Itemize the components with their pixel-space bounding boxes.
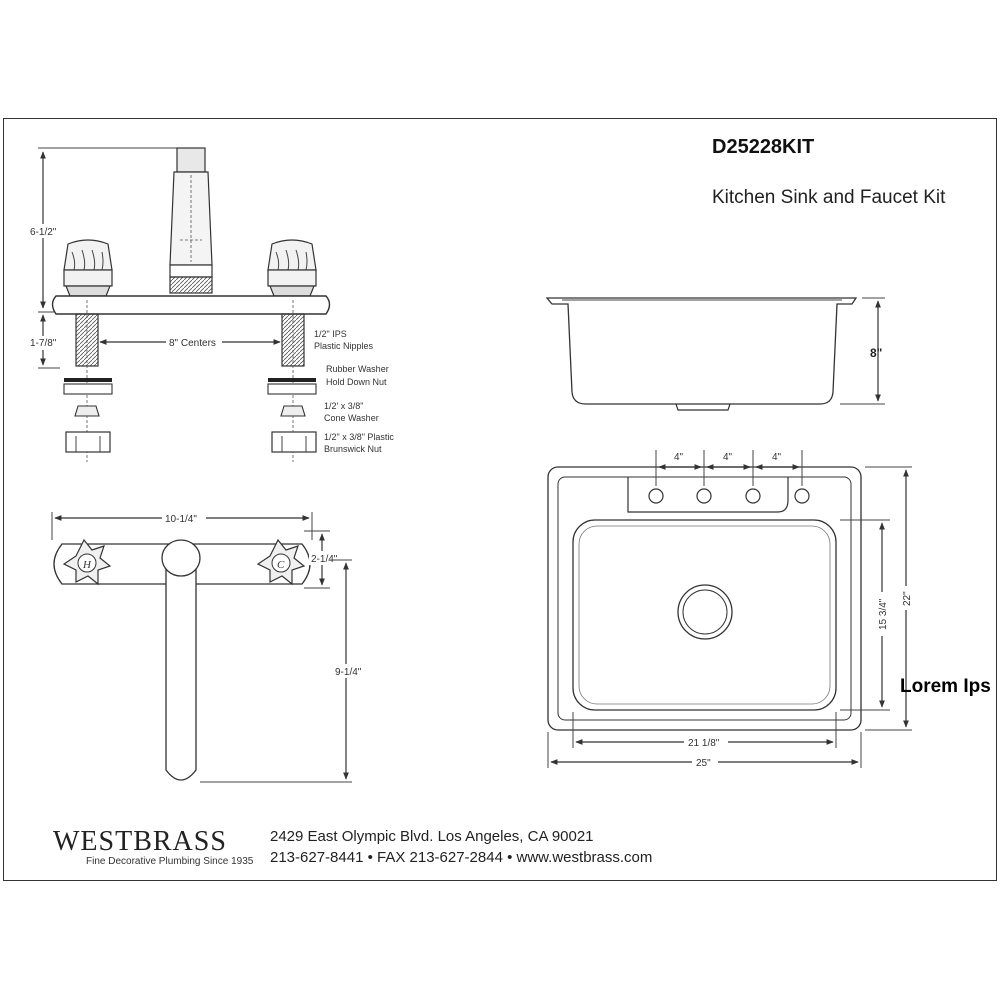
nipple-length-label: 1-7/8"	[30, 338, 57, 349]
brand-logo: WESTBRASS	[53, 826, 227, 857]
faucet-top-view: 10-1/4" H C 2-1/4" 9-1/4"	[51, 511, 366, 783]
hole-spacing-2: 4"	[723, 452, 733, 463]
address-line: 2429 East Olympic Blvd. Los Angeles, CA …	[270, 828, 594, 845]
hot-handle-side	[63, 239, 113, 297]
hole-spacing-3: 4"	[772, 452, 782, 463]
model-number: D25228KIT	[712, 136, 815, 158]
centers-label: 8" Centers	[169, 338, 216, 349]
product-title: Kitchen Sink and Faucet Kit	[712, 187, 946, 208]
faucet-hole-2	[696, 488, 712, 504]
overall-width-label: 25"	[696, 758, 711, 769]
part-4-line1: 1/2" x 3/8" Plastic	[324, 432, 394, 442]
faucet-hole-3	[745, 488, 761, 504]
part-1-line2: Plastic Nipples	[314, 341, 374, 351]
sink-depth-label: 8"	[870, 346, 882, 360]
faucet-height-label: 6-1/2"	[30, 227, 57, 238]
drain-outer	[677, 584, 733, 640]
faucet-hole-4	[794, 488, 810, 504]
part-3-line2: Cone Washer	[324, 413, 379, 423]
bowl-width-label: 21 1/8"	[688, 738, 720, 749]
spout-top	[165, 544, 197, 781]
overlay-text: Lorem Ips	[900, 676, 991, 697]
part-1-line1: 1/2" IPS	[314, 329, 347, 339]
part-2-line2: Hold Down Nut	[326, 377, 387, 387]
hole-spacing-1: 4"	[674, 452, 684, 463]
overall-length-label: 22"	[902, 591, 913, 606]
bowl-length-label: 15 3/4"	[878, 598, 889, 630]
hot-mark: H	[82, 559, 92, 571]
part-3-line1: 1/2' x 3/8"	[324, 401, 363, 411]
cold-handle-side	[267, 239, 317, 297]
brand-tagline: Fine Decorative Plumbing Since 1935	[86, 856, 254, 867]
part-2-line1: Rubber Washer	[326, 364, 389, 374]
sink-top-view: 4" 4" 4" 21 1/8" 25" 15 3/4" 22"	[547, 450, 914, 769]
part-4-line2: Brunswick Nut	[324, 444, 382, 454]
faucet-hole-1	[648, 488, 664, 504]
cold-mark: C	[277, 559, 285, 571]
faucet-depth-label: 2-1/4"	[311, 554, 338, 565]
faucet-width-label: 10-1/4"	[165, 514, 197, 525]
contact-line: 213-627-8441 • FAX 213-627-2844 • www.we…	[270, 849, 653, 866]
spout-reach-label: 9-1/4"	[335, 667, 362, 678]
faucet-side-view: 6-1/2" 1-7/8"	[27, 147, 394, 462]
drawing-sheet-border	[3, 118, 997, 881]
sink-profile-view: 8"	[545, 297, 885, 411]
